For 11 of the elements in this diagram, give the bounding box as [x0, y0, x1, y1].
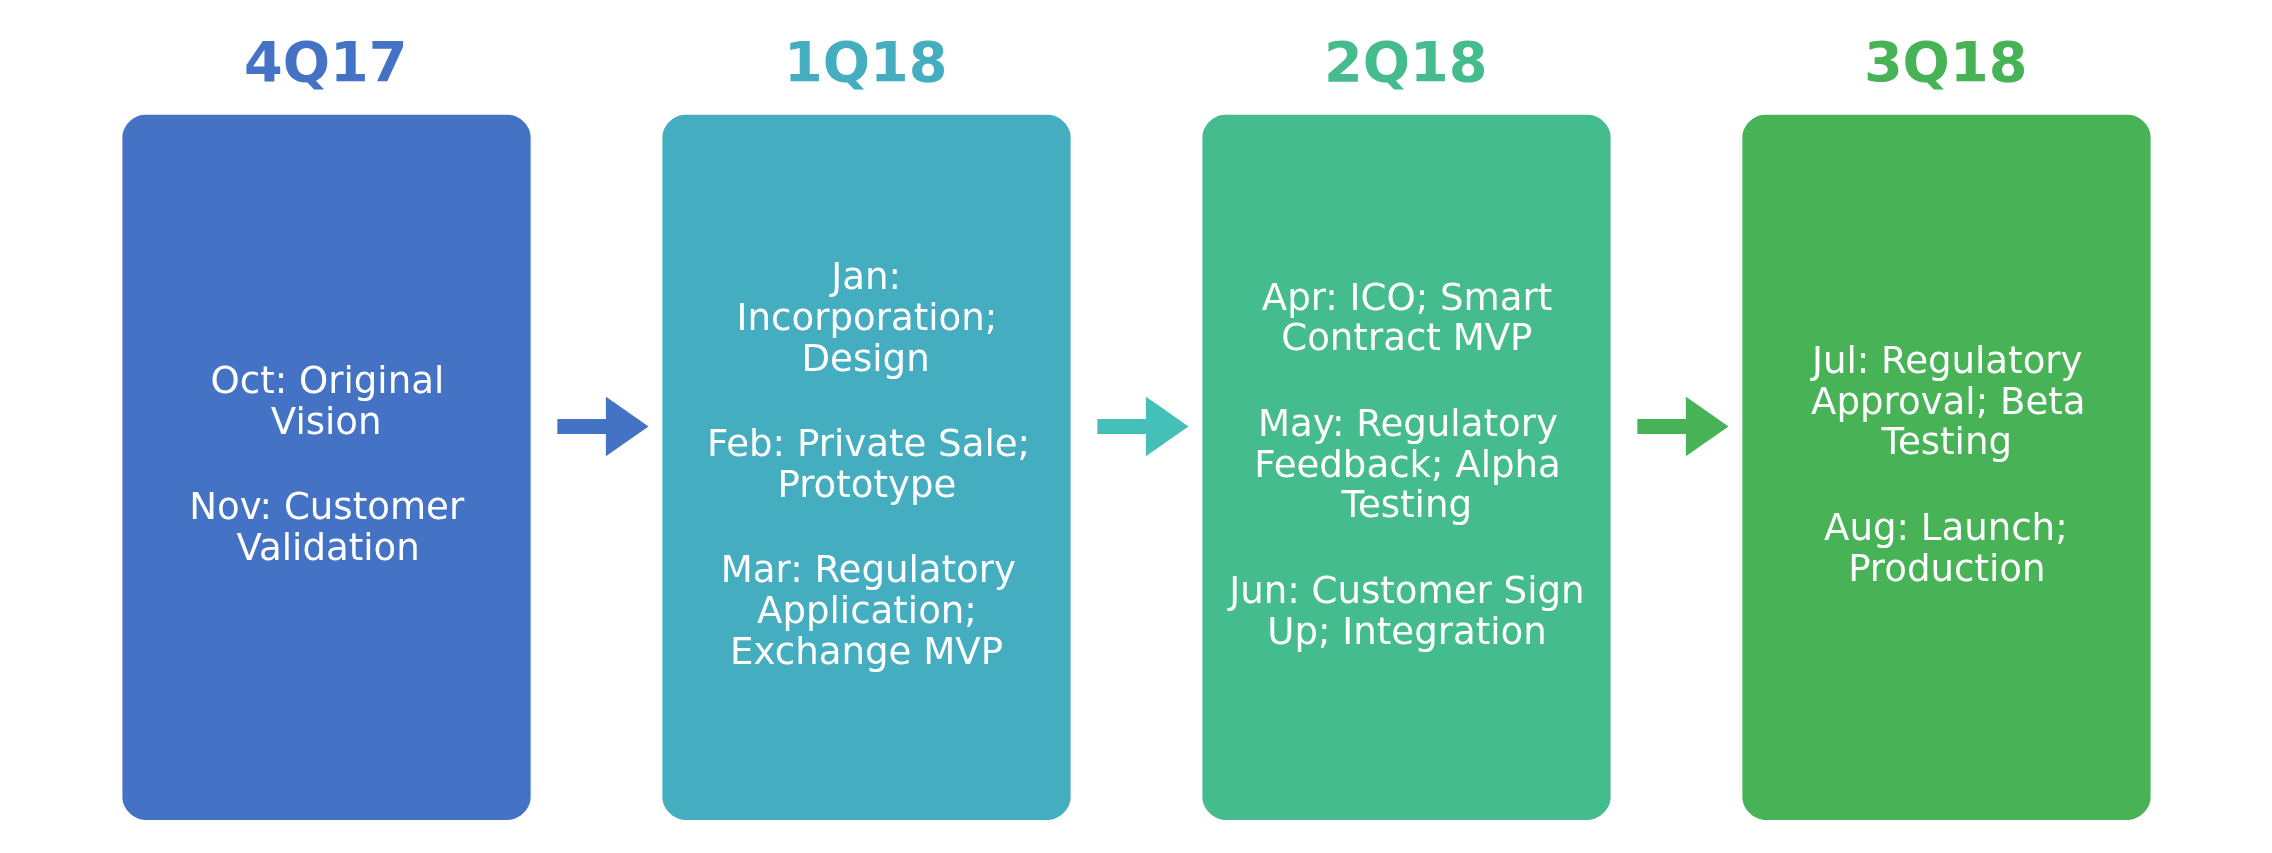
arrow [556, 396, 648, 457]
arrow [1096, 396, 1188, 457]
node-label: 4Q17 [243, 29, 407, 95]
node-box: Oct: Original Vision Nov: Customer Validation [121, 114, 531, 820]
node-label: 1Q18 [783, 29, 947, 95]
node-box: Jan: Incorporation; Design Feb: Private Sale; Prototype Mar: Regulatory Application; Exchange MVP [661, 114, 1071, 820]
node-label: 3Q18 [1863, 29, 2027, 95]
node-box: Apr: ICO; Smart Contract MVP May: Regulatory Feedback; Alpha Testing Jun: Customer Sign Up; Integration [1201, 114, 1611, 820]
arrow [1636, 396, 1728, 457]
node-label: 2Q18 [1323, 29, 1487, 95]
node-box: Jul: Regulatory Approval; Beta Testing Aug: Launch; Production [1741, 114, 2151, 820]
